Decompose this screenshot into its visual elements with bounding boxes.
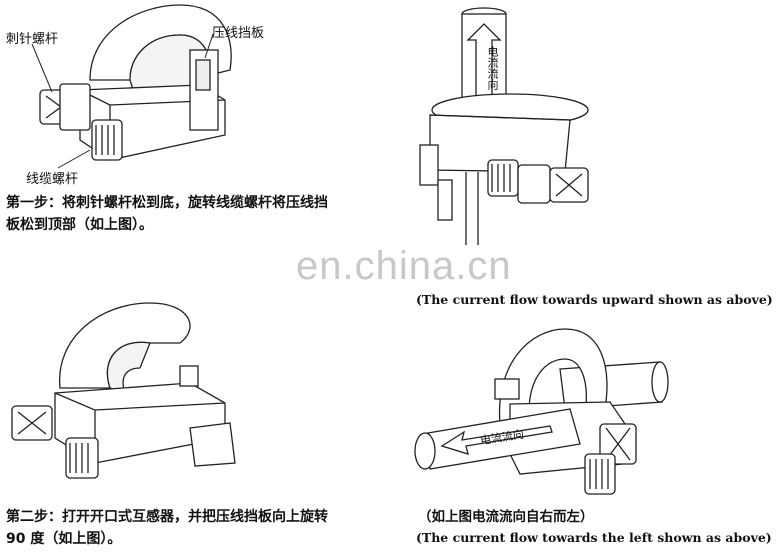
- device-drawing-step2: [11, 302, 236, 479]
- label-cable-screw: 线缆螺杆: [26, 172, 79, 187]
- label-clamp-plate: 压线挡板: [212, 26, 265, 41]
- diagram-step1: 刺针螺杆 压线挡板 线缆螺杆: [0, 0, 390, 190]
- diagram-current-upward: 电流流向: [400, 0, 776, 290]
- caption-left-cn: （如上图电流流向自右而左）: [418, 509, 594, 525]
- step2-text: 第二步：打开开口式互感器，并把压线挡板向上旋转 90 度（如上图）。: [6, 506, 396, 550]
- step1-text: 第一步：将刺针螺杆松到底，旋转线缆螺杆将压线挡 板松到顶部（如上图）。: [6, 192, 396, 236]
- step2-line1: 第二步：打开开口式互感器，并把压线挡板向上旋转: [6, 509, 328, 525]
- caption-upward: (The current flow towards upward shown a…: [416, 292, 773, 307]
- label-current-up: 电流流向: [486, 46, 499, 90]
- device-drawing-upward: [419, 7, 589, 245]
- step2-line2: 90 度（如上图）。: [6, 531, 122, 547]
- step1-line2: 板松到顶部（如上图）。: [6, 217, 153, 233]
- label-lance-screw: 刺针螺杆: [6, 32, 59, 47]
- watermark: en.china.cn: [296, 244, 512, 288]
- step1-line1: 第一步：将刺针螺杆松到底，旋转线缆螺杆将压线挡: [6, 195, 328, 211]
- device-drawing-step1: [31, 4, 232, 169]
- device-drawing-left: [414, 328, 669, 495]
- caption-left-en: (The current flow towards the left shown…: [416, 530, 772, 545]
- diagram-current-left: 电流流向: [400, 314, 776, 504]
- diagram-step2: [0, 298, 390, 498]
